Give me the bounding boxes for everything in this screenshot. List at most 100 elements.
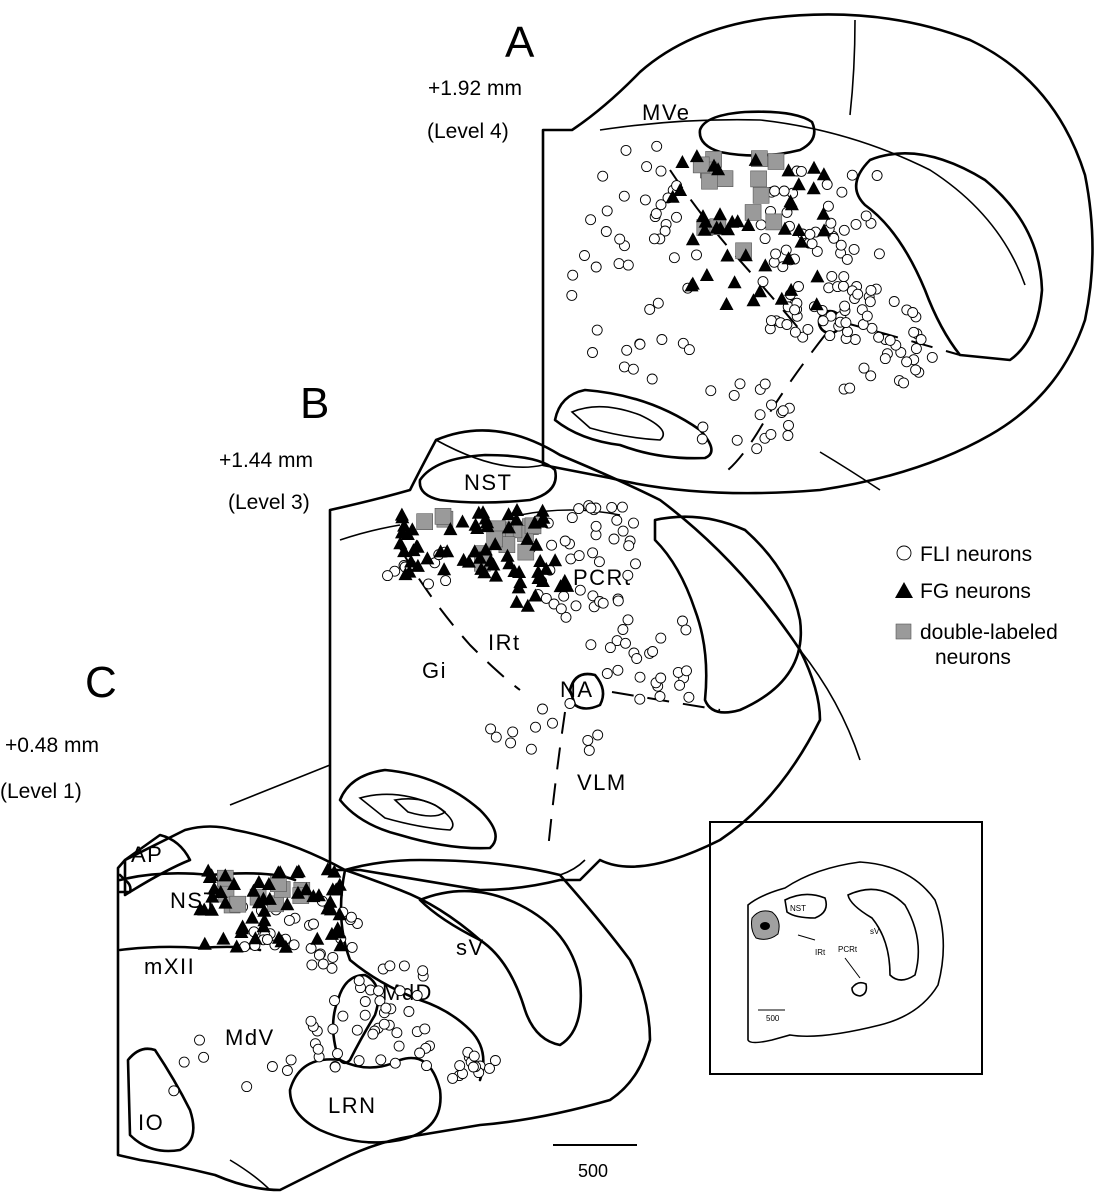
fli-neuron-marker <box>653 298 663 308</box>
fli-neuron-marker <box>770 186 780 196</box>
fli-neuron-marker <box>885 335 895 345</box>
fli-neuron-marker <box>601 227 611 237</box>
legend-fli-symbol <box>897 546 911 560</box>
fli-neuron-marker <box>422 1061 432 1071</box>
fli-neuron-marker <box>420 1024 430 1034</box>
fli-neuron-marker <box>286 1055 296 1065</box>
region-label-Gi: Gi <box>422 658 447 683</box>
fli-neuron-marker <box>889 297 899 307</box>
fli-neuron-marker <box>199 1052 209 1062</box>
fli-neuron-marker <box>851 219 861 229</box>
fli-neuron-marker <box>675 680 685 690</box>
fli-neuron-marker <box>796 166 806 176</box>
fli-neuron-marker <box>752 444 762 454</box>
fli-neuron-marker <box>640 195 650 205</box>
fli-neuron-marker <box>927 352 937 362</box>
region-label-VLM: VLM <box>577 770 627 795</box>
fli-neuron-marker <box>383 571 393 581</box>
fli-neuron-marker <box>755 410 765 420</box>
inset-label-scale: 500 <box>766 1014 780 1023</box>
fli-neuron-marker <box>807 239 817 249</box>
fli-neuron-marker <box>556 604 566 614</box>
fli-neuron-marker <box>560 536 570 546</box>
panel-c-level: (Level 1) <box>0 780 82 803</box>
fli-neuron-marker <box>575 585 585 595</box>
fg-neuron-marker <box>456 515 470 528</box>
fg-neuron-marker <box>395 508 409 521</box>
fli-neuron-marker <box>609 534 619 544</box>
fli-neuron-marker <box>195 1035 205 1045</box>
connector-b-c <box>230 765 330 805</box>
fli-neuron-marker <box>179 1057 189 1067</box>
fli-neuron-marker <box>360 1010 370 1020</box>
fg-neuron-marker <box>675 155 689 168</box>
panel-c-sV <box>420 891 581 1045</box>
fli-neuron-marker <box>169 1086 179 1096</box>
fli-neuron-marker <box>672 212 682 222</box>
double-labeled-neuron-marker <box>745 205 761 221</box>
fli-neuron-marker <box>847 170 857 180</box>
fli-neuron-marker <box>588 548 598 558</box>
fg-neuron-marker <box>216 932 230 945</box>
fg-neuron-marker <box>310 932 324 945</box>
fli-neuron-marker <box>760 379 770 389</box>
fli-neuron-marker <box>506 738 516 748</box>
fli-neuron-marker <box>412 991 422 1001</box>
fli-neuron-marker <box>698 422 708 432</box>
fli-neuron-marker <box>584 745 594 755</box>
fli-neuron-marker <box>652 141 662 151</box>
fli-neuron-marker <box>623 260 633 270</box>
fli-neuron-marker <box>448 1073 458 1083</box>
fli-neuron-marker <box>622 345 632 355</box>
fg-neuron-marker <box>198 937 212 950</box>
fli-neuron-marker <box>839 272 849 282</box>
fli-neuron-marker <box>379 1019 389 1029</box>
double-labeled-neuron-marker <box>518 544 534 560</box>
panel-letter-a: A <box>505 18 535 67</box>
panel-c-coord: +0.48 mm <box>5 734 99 757</box>
fli-neuron-marker <box>645 304 655 314</box>
fli-neuron-marker <box>390 1058 400 1068</box>
region-label-NST-b: NST <box>464 470 513 495</box>
fli-neuron-marker <box>242 1082 252 1092</box>
panel-a-pyramid <box>555 390 711 458</box>
fg-neuron-marker <box>420 551 434 564</box>
fli-neuron-marker <box>586 640 596 650</box>
fli-neuron-marker <box>849 244 859 254</box>
fli-neuron-marker <box>822 180 832 190</box>
panel-b-pyramid <box>340 770 496 848</box>
fli-neuron-marker <box>706 386 716 396</box>
fli-neuron-marker <box>778 406 788 416</box>
fli-neuron-marker <box>455 1061 465 1071</box>
fli-neuron-marker <box>574 551 584 561</box>
fli-neuron-marker <box>621 638 631 648</box>
legend-double-label-2: neurons <box>935 646 1011 669</box>
fli-neuron-marker <box>621 145 631 155</box>
fg-neuron-marker <box>489 569 503 582</box>
fg-neuron-marker <box>533 554 547 567</box>
fli-neuron-marker <box>598 171 608 181</box>
double-labeled-neuron-marker <box>417 514 433 530</box>
fli-neuron-marker <box>594 557 604 567</box>
region-label-LRN: LRN <box>328 1093 377 1118</box>
fli-neuron-marker <box>593 730 603 740</box>
fli-neuron-marker <box>394 1041 404 1051</box>
fli-neuron-marker <box>779 186 789 196</box>
fli-neuron-marker <box>648 647 658 657</box>
fli-neuron-marker <box>684 692 694 702</box>
fli-neuron-marker <box>631 559 641 569</box>
fli-neuron-marker <box>825 331 835 341</box>
fli-neuron-marker <box>385 961 395 971</box>
fli-neuron-marker <box>861 211 871 221</box>
fli-neuron-marker <box>902 357 912 367</box>
fg-neuron-marker <box>720 249 734 262</box>
fli-neuron-marker <box>591 262 601 272</box>
fg-neuron-marker <box>817 167 831 180</box>
fli-neuron-marker <box>614 259 624 269</box>
scale-bar-label: 500 <box>578 1161 608 1181</box>
fli-neuron-marker <box>374 986 384 996</box>
fli-neuron-marker <box>859 363 869 373</box>
fli-neuron-marker <box>916 335 926 345</box>
fli-neuron-marker <box>656 166 666 176</box>
